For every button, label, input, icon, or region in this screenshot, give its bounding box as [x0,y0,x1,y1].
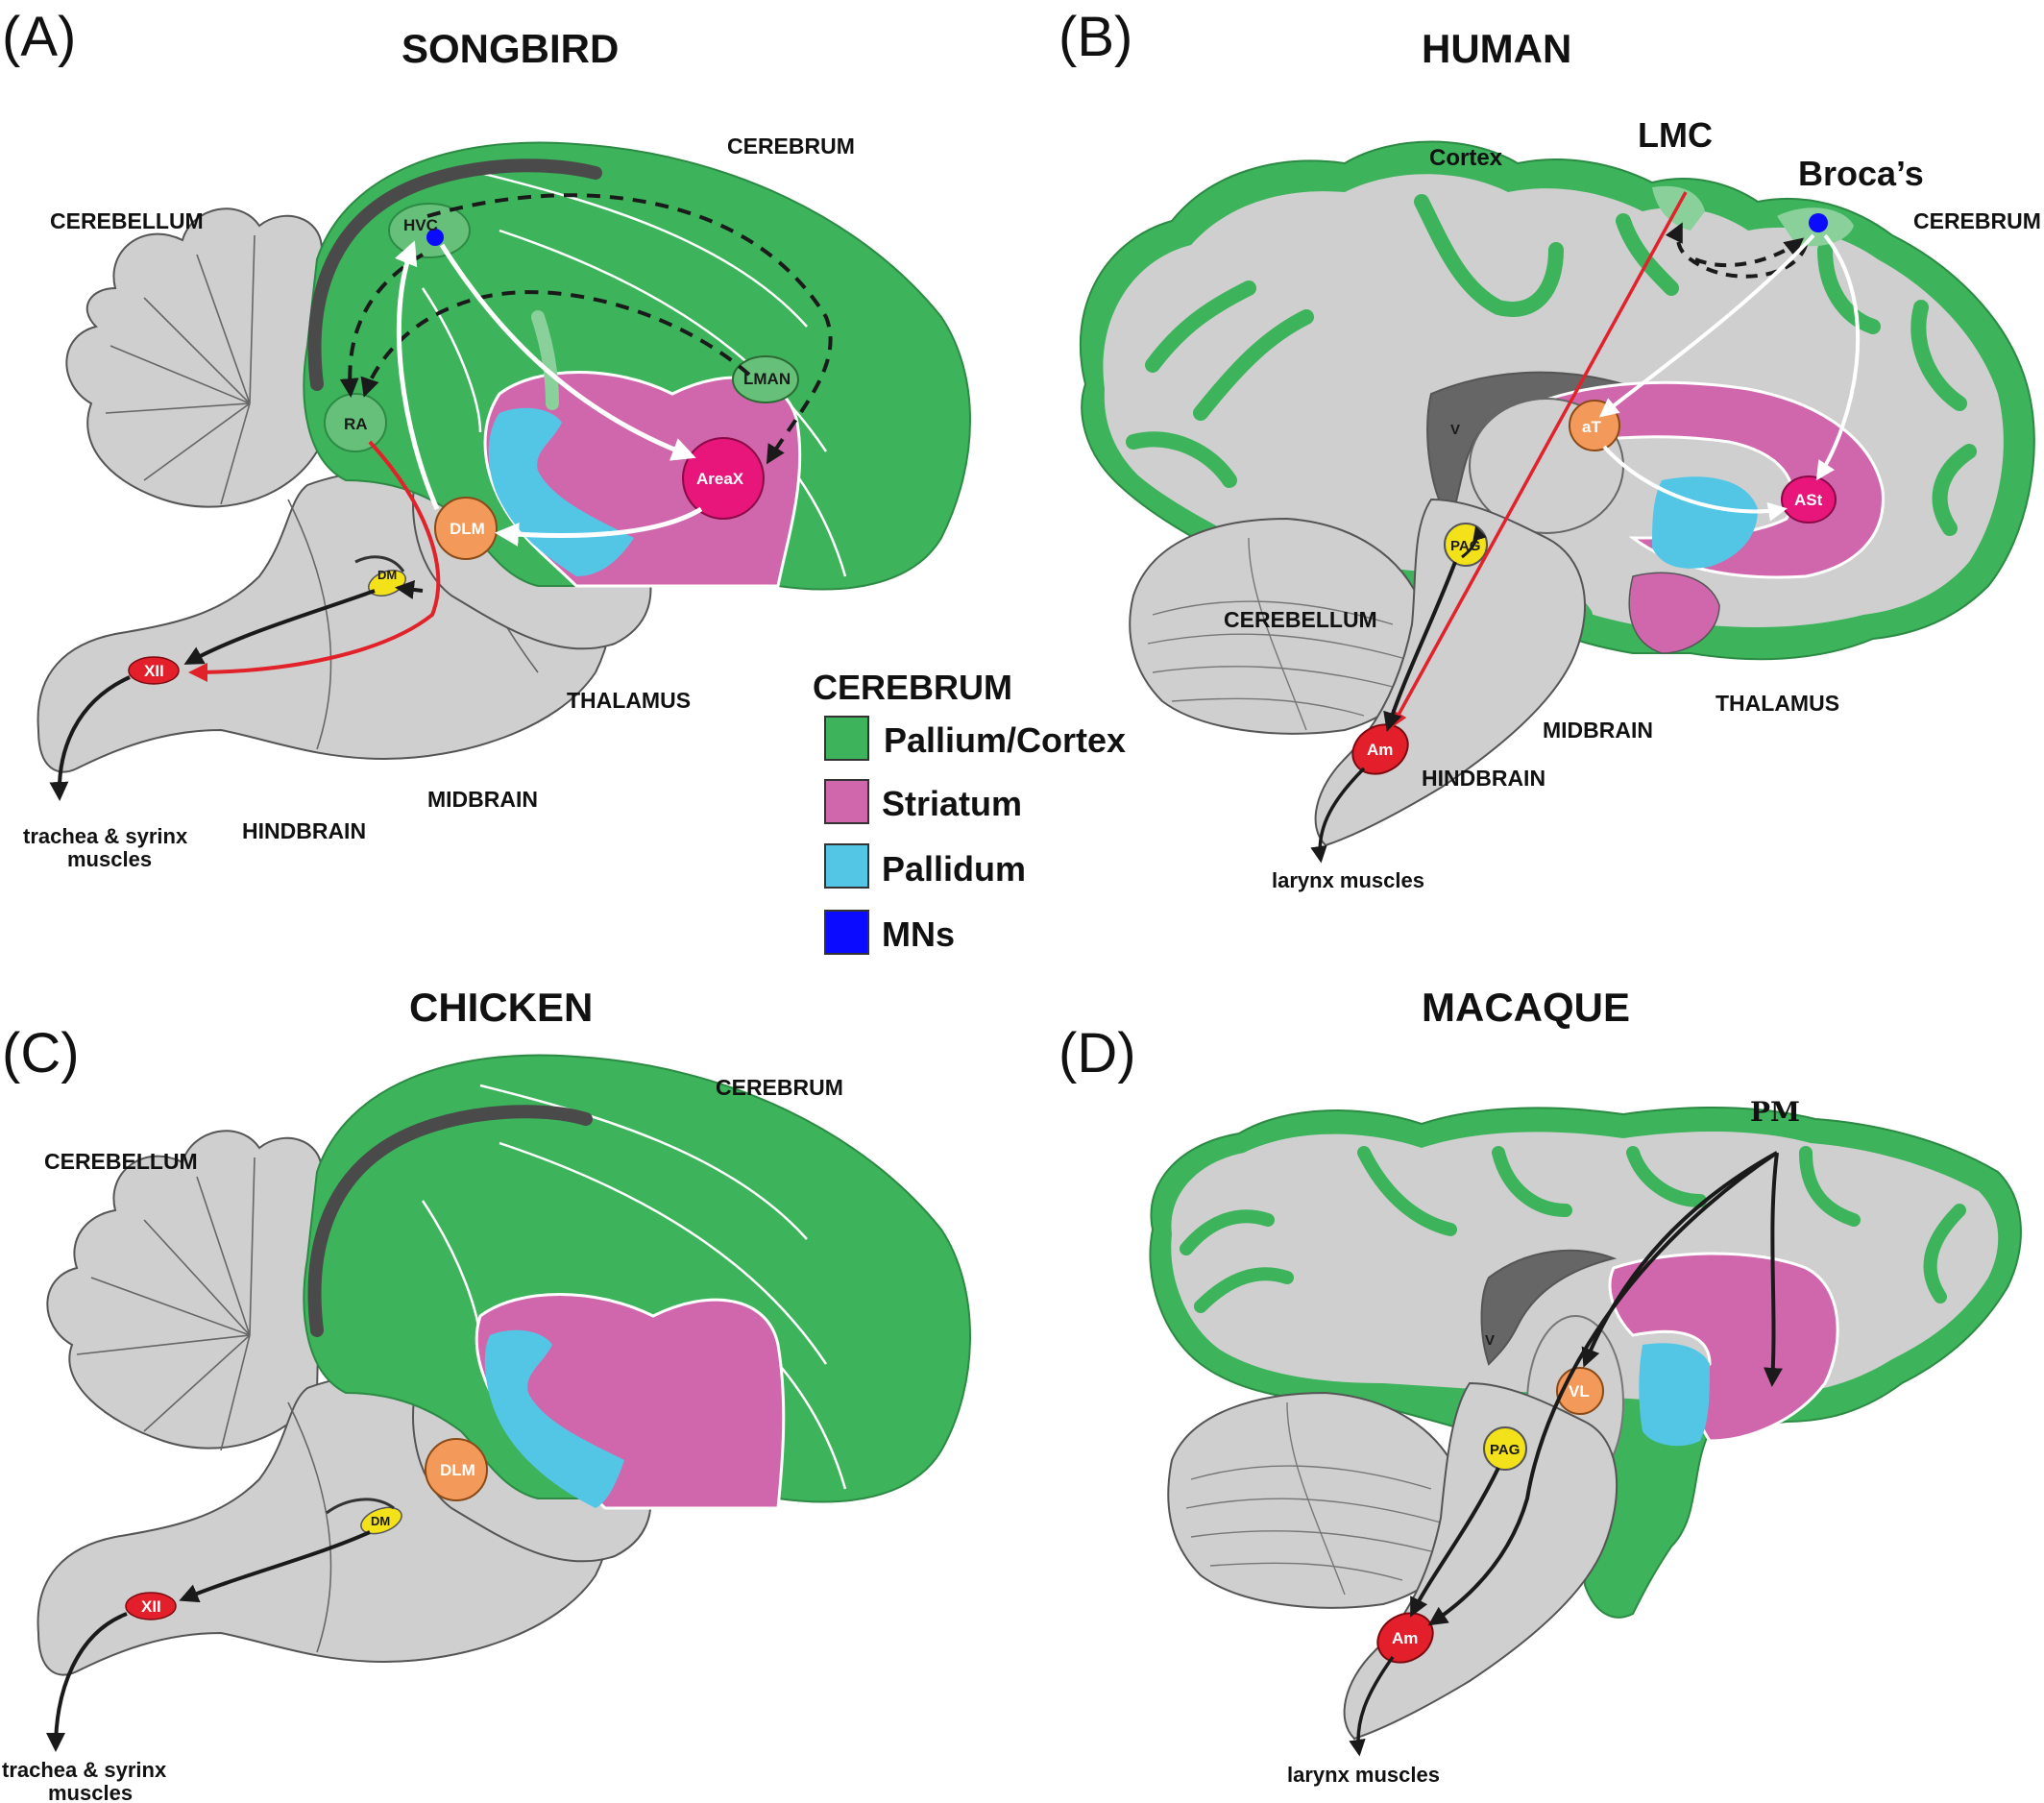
legend-label-mns: MNs [882,914,955,954]
panel-a-letter: (A) [2,6,76,68]
panel-c-cerebrum-label: CEREBRUM [716,1075,843,1100]
legend-item-striatum: Striatum [824,779,1022,824]
chicken-pallidum [484,1329,624,1508]
chicken-dlm-label: DLM [440,1461,475,1479]
panel-d-macaque [1149,1107,2022,1757]
macaque-am-label: Am [1392,1629,1418,1647]
chicken-cerebrum [303,1054,971,1503]
songbird-ra-label: RA [344,415,368,433]
human-am-label: Am [1367,741,1393,759]
songbird-dlm-label: DLM [450,520,485,538]
panel-b-hindbrain-label: HINDBRAIN [1422,766,1545,791]
legend-item-pallium: Pallium/Cortex [824,716,1126,761]
human-pallidum [1652,476,1758,569]
panel-c-chicken [36,1054,971,1752]
panel-d-pm-label: PM [1750,1096,1800,1128]
panel-b-output-label: larynx muscles [1272,868,1424,892]
panel-a-hindbrain-label: HINDBRAIN [242,818,366,843]
panel-d-letter: (D) [1058,1022,1136,1084]
legend-item-pallidum: Pallidum [824,843,1026,889]
panel-c-cerebellum-label: CEREBELLUM [44,1149,198,1174]
macaque-vl-label: VL [1569,1382,1590,1401]
macaque-striatum [1608,1252,1839,1443]
human-mn-dot [1809,213,1828,232]
human-at-label: aT [1582,418,1601,436]
songbird-dm-label: DM [377,568,397,582]
panel-b-midbrain-label: MIDBRAIN [1543,718,1653,743]
panel-b-letter: (B) [1058,6,1132,68]
panel-c-title: CHICKEN [409,985,593,1030]
panel-b-lmc-label: LMC [1638,115,1713,155]
legend: CEREBRUM Pallium/Cortex Striatum Pallidu… [813,668,1126,955]
songbird-xii-label: XII [144,662,164,680]
legend-item-mns: MNs [824,910,955,955]
songbird-mn-dot [426,229,444,246]
panel-c-output-line1: trachea & syrinx [2,1758,167,1782]
legend-swatch-pallidum [824,843,869,889]
legend-swatch-mns [824,910,869,955]
panel-a-cerebrum-label: CEREBRUM [727,134,855,158]
panel-b-brocas-label: Broca’s [1798,154,1924,193]
macaque-pag-label: PAG [1490,1442,1520,1458]
legend-label-pallidum: Pallidum [882,849,1026,889]
panel-a-output-line2: muscles [67,847,152,871]
macaque-v-label: V [1485,1332,1495,1349]
panel-b-cerebrum-label: CEREBRUM [1913,208,2041,233]
human-v-label: V [1450,422,1460,438]
macaque-pallidum [1639,1343,1710,1447]
panel-c-output-line2: muscles [48,1781,133,1803]
legend-label-striatum: Striatum [882,784,1022,823]
human-pag-label: PAG [1450,538,1480,554]
panel-b-human [1079,140,2035,864]
chicken-dm-label: DM [371,1514,390,1528]
legend-swatch-striatum [824,779,869,824]
panel-d-title: MACAQUE [1422,985,1630,1030]
panel-c-letter: (C) [2,1022,80,1084]
panel-a-output-line1: trachea & syrinx [23,824,188,848]
songbird-hvc-label: HVC [403,216,438,234]
songbird-areax-label: AreaX [696,470,744,488]
legend-swatch-pallium [824,716,869,761]
panel-a-songbird [36,141,971,801]
panel-a-title: SONGBIRD [402,26,619,71]
legend-label-pallium: Pallium/Cortex [884,720,1126,760]
songbird-cerebellum [65,207,324,508]
human-ast-label: ASt [1794,491,1823,509]
legend-title: CEREBRUM [813,668,1012,707]
panel-b-thalamus-label: THALAMUS [1716,691,1839,716]
panel-a-cerebellum-label: CEREBELLUM [50,208,204,233]
songbird-lman-label: LMAN [743,370,791,388]
panel-d-output-label: larynx muscles [1287,1763,1440,1787]
panel-b-title: HUMAN [1422,26,1571,71]
panel-b-cerebellum-label: CEREBELLUM [1224,607,1377,632]
panel-a-midbrain-label: MIDBRAIN [427,787,538,812]
chicken-xii-label: XII [141,1597,161,1616]
panel-b-cortex-label: Cortex [1429,145,1503,171]
songbird-cerebrum [303,141,971,591]
chicken-cerebellum [46,1130,324,1450]
panel-a-thalamus-label: THALAMUS [567,688,691,713]
